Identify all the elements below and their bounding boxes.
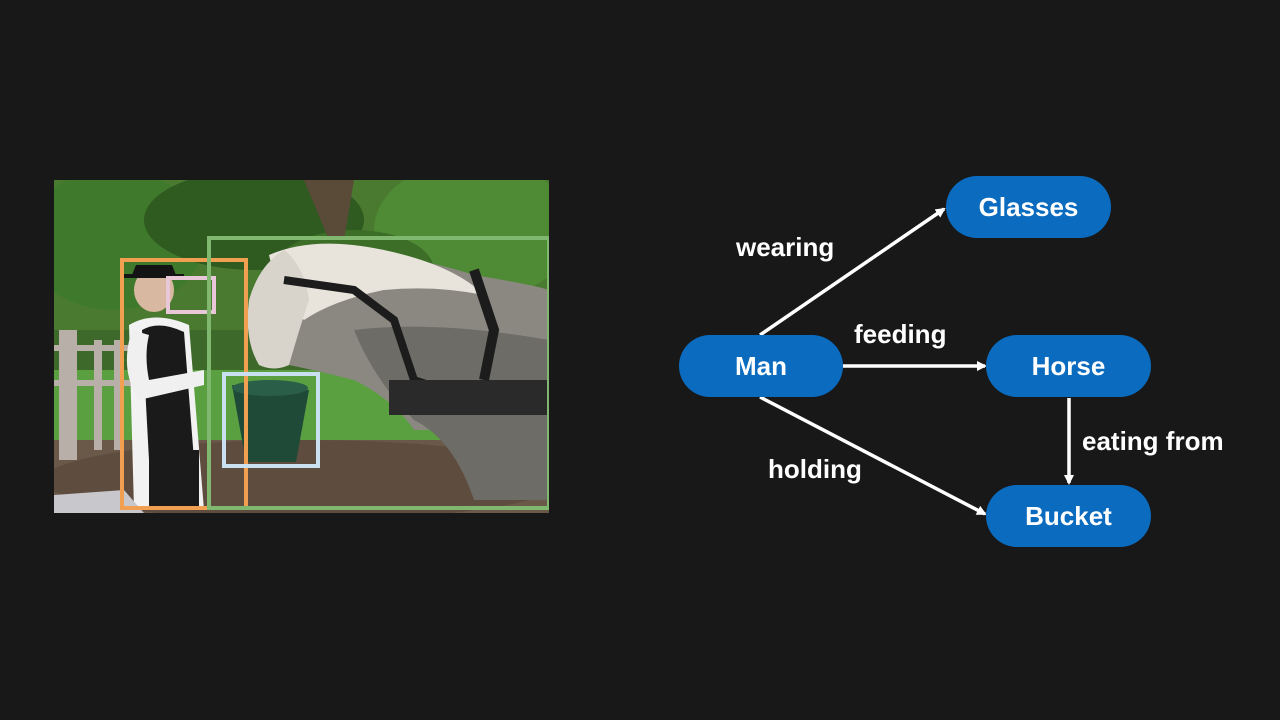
node-bucket: Bucket bbox=[986, 485, 1151, 547]
edge-man-glasses bbox=[759, 207, 946, 337]
edge-label-feeding: feeding bbox=[854, 319, 947, 349]
edge-label-holding: holding bbox=[768, 454, 862, 484]
edge-label-wearing: wearing bbox=[736, 232, 835, 262]
edge-label-eating-from: eating from bbox=[1082, 426, 1224, 456]
bucket-box bbox=[222, 372, 320, 468]
glasses-box bbox=[166, 276, 216, 314]
edge-man-bucket bbox=[759, 395, 987, 516]
node-man: Man bbox=[679, 335, 843, 397]
node-horse: Horse bbox=[986, 335, 1151, 397]
node-glasses: Glasses bbox=[946, 176, 1111, 238]
man-box bbox=[120, 258, 248, 510]
annotated-photo bbox=[54, 180, 549, 513]
horse-box bbox=[207, 236, 549, 510]
